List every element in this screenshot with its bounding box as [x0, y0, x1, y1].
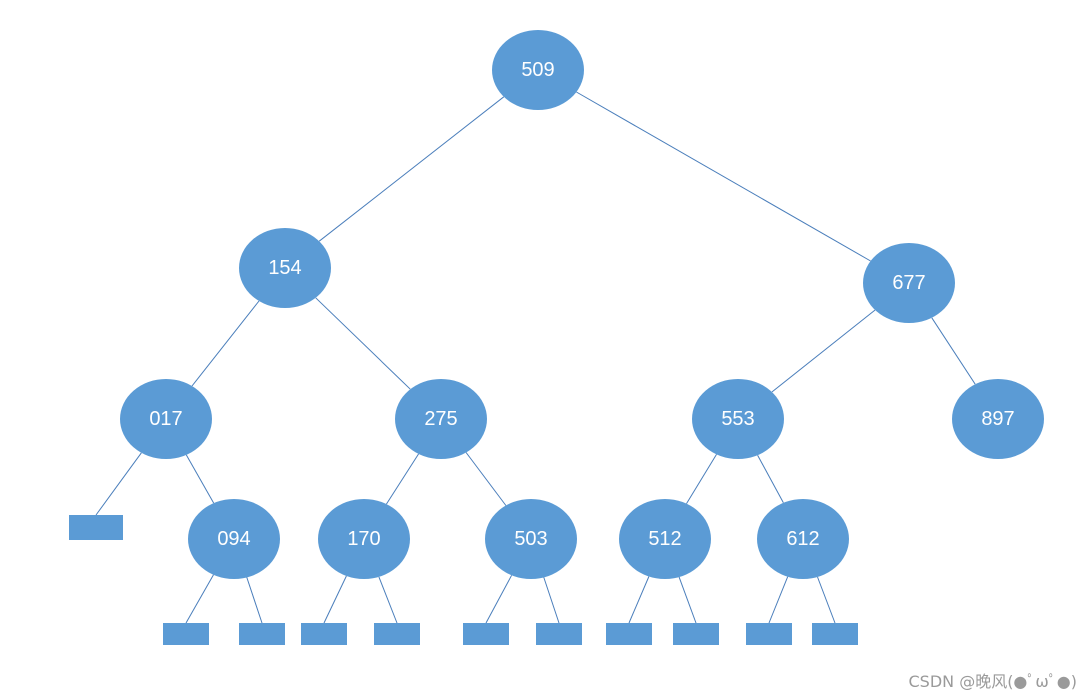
leaf-l612L — [746, 623, 792, 645]
tree-node-612: 612 — [757, 499, 849, 579]
edge-n677-n897 — [931, 317, 976, 385]
tree-node-553: 553 — [692, 379, 784, 459]
node-ellipse-512 — [619, 499, 711, 579]
leaf-l017L — [69, 515, 123, 540]
edge-n503-l503R — [543, 577, 560, 624]
edge-n017-n094 — [185, 454, 215, 504]
nodes-layer: 509 154 677 017 275 553 897 094 170 503 512 612 — [120, 30, 1044, 579]
node-ellipse-553 — [692, 379, 784, 459]
leaf-l170R — [374, 623, 420, 645]
leaf-l170L — [301, 623, 347, 645]
tree-node-897: 897 — [952, 379, 1044, 459]
node-label-170: 170 — [347, 528, 380, 550]
edge-n612-l612R — [817, 576, 836, 624]
edge-n154-n017 — [191, 300, 260, 387]
node-label-503: 503 — [514, 528, 547, 550]
edge-n017-l017L — [95, 452, 142, 516]
tree-node-154: 154 — [239, 228, 331, 308]
node-ellipse-897 — [952, 379, 1044, 459]
edge-n154-n275 — [315, 297, 411, 390]
tree-node-170: 170 — [318, 499, 410, 579]
node-label-094: 094 — [217, 528, 250, 550]
leaf-l094L — [163, 623, 209, 645]
edge-n170-l170R — [378, 576, 398, 624]
leaf-l512L — [606, 623, 652, 645]
edge-n275-n503 — [465, 452, 507, 506]
tree-node-094: 094 — [188, 499, 280, 579]
node-label-154: 154 — [268, 257, 301, 279]
edge-n553-n612 — [757, 454, 784, 504]
node-ellipse-612 — [757, 499, 849, 579]
node-ellipse-094 — [188, 499, 280, 579]
leaf-l503L — [463, 623, 509, 645]
edge-n512-l512R — [678, 576, 697, 624]
edge-n677-n553 — [771, 309, 876, 393]
leaf-l094R — [239, 623, 285, 645]
edge-n094-l094L — [185, 574, 214, 624]
node-label-612: 612 — [786, 528, 819, 550]
edge-n503-l503L — [485, 575, 513, 624]
node-ellipse-275 — [395, 379, 487, 459]
watermark: CSDN @晚风(●ﾟωﾟ●) — [908, 672, 1077, 691]
node-ellipse-503 — [485, 499, 577, 579]
node-ellipse-170 — [318, 499, 410, 579]
leaf-l612R — [812, 623, 858, 645]
leaf-l512R — [673, 623, 719, 645]
edge-n612-l612L — [768, 576, 789, 624]
tree-node-509: 509 — [492, 30, 584, 110]
edge-n170-l170L — [323, 575, 347, 624]
node-label-677: 677 — [892, 272, 925, 294]
node-label-512: 512 — [648, 528, 681, 550]
edge-n509-n154 — [318, 96, 505, 242]
edge-n509-n677 — [576, 91, 871, 262]
leaf-l503R — [536, 623, 582, 645]
edge-n512-l512L — [628, 576, 650, 624]
tree-node-677: 677 — [863, 243, 955, 323]
tree-node-503: 503 — [485, 499, 577, 579]
node-label-897: 897 — [981, 408, 1014, 430]
edge-n094-l094R — [246, 577, 263, 624]
node-ellipse-017 — [120, 379, 212, 459]
node-label-017: 017 — [149, 408, 182, 430]
node-label-553: 553 — [721, 408, 754, 430]
tree-node-512: 512 — [619, 499, 711, 579]
leaves-layer — [69, 515, 858, 645]
node-ellipse-154 — [239, 228, 331, 308]
edge-n275-n170 — [385, 453, 420, 505]
tree-node-275: 275 — [395, 379, 487, 459]
edges-layer — [95, 91, 976, 624]
tree-node-017: 017 — [120, 379, 212, 459]
node-ellipse-677 — [863, 243, 955, 323]
node-label-275: 275 — [424, 408, 457, 430]
edge-n553-n512 — [686, 454, 717, 504]
node-ellipse-509 — [492, 30, 584, 110]
node-label-509: 509 — [521, 59, 554, 81]
